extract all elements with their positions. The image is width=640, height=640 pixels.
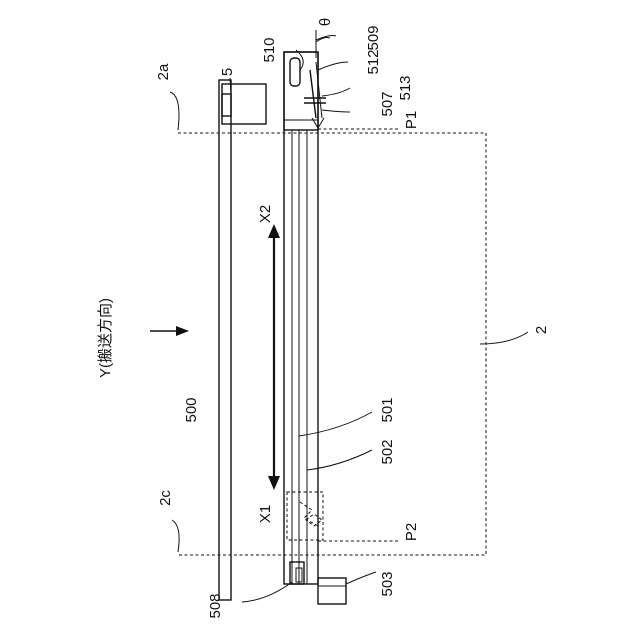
label-501: 501 — [379, 397, 396, 422]
label-503: 503 — [379, 571, 396, 596]
label-509: 509 — [365, 25, 382, 50]
label-510: 510 — [261, 37, 278, 62]
label-theta: θ — [317, 18, 334, 26]
label-direction: Y(搬送方向) — [97, 298, 114, 378]
motor-503 — [318, 578, 346, 604]
cutter-mechanism — [304, 30, 330, 128]
member-500 — [219, 80, 231, 600]
label-500: 500 — [183, 397, 200, 422]
label-2a: 2a — [155, 63, 172, 80]
rail-assembly — [284, 52, 318, 584]
label-502: 502 — [379, 439, 396, 464]
label-5: 5 — [219, 68, 236, 76]
component-5 — [222, 84, 266, 124]
label-508: 508 — [207, 593, 224, 618]
label-p2: P2 — [403, 523, 420, 541]
label-2: 2 — [533, 326, 550, 334]
leader-lines — [170, 36, 528, 603]
label-p1: P1 — [403, 111, 420, 129]
y-direction-arrow — [150, 326, 189, 336]
label-507: 507 — [379, 91, 396, 116]
sheet-outline — [178, 133, 486, 555]
label-x1: X1 — [257, 505, 274, 523]
label-512: 512 — [365, 49, 382, 74]
label-2c: 2c — [157, 490, 174, 506]
label-513: 513 — [397, 75, 414, 100]
label-x2: X2 — [257, 205, 274, 223]
x-direction-arrow — [268, 224, 280, 490]
